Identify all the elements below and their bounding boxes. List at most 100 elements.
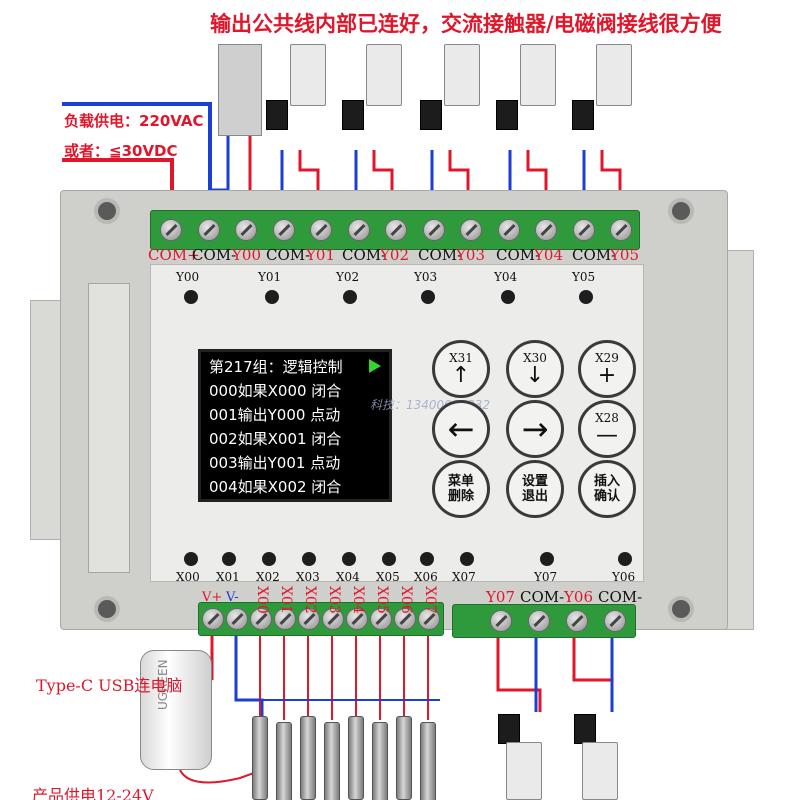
key-right-button[interactable]: → bbox=[506, 400, 564, 458]
proximity-sensor bbox=[396, 716, 412, 800]
terminal-screw-icon bbox=[272, 219, 295, 241]
key-left-button[interactable]: ← bbox=[432, 400, 490, 458]
terminal-y02: Y02 bbox=[380, 246, 409, 264]
terminal-screw-icon bbox=[370, 608, 392, 630]
led-y06-icon bbox=[618, 552, 632, 566]
valve-coil-2 bbox=[342, 100, 364, 130]
key-label: X29 bbox=[595, 350, 619, 365]
proximity-sensor bbox=[252, 716, 268, 800]
terminal-screw-icon bbox=[298, 608, 320, 630]
solenoid-valve-2 bbox=[366, 44, 402, 106]
led-y04-icon bbox=[501, 290, 515, 304]
valve-coil-7 bbox=[574, 714, 596, 744]
terminal-x01: X01 bbox=[278, 586, 294, 614]
led-label-y02: Y02 bbox=[336, 270, 360, 284]
terminal-y07: Y07 bbox=[486, 588, 515, 606]
led-y02-icon bbox=[343, 290, 357, 304]
led-label-y01: Y01 bbox=[258, 270, 282, 284]
arrow-left-icon: ← bbox=[447, 410, 475, 448]
key-line2: 删除 bbox=[447, 489, 474, 504]
terminal-screw-icon bbox=[197, 219, 220, 241]
terminal-screw-icon bbox=[528, 610, 550, 632]
led-label-x01: X01 bbox=[216, 570, 240, 584]
key-label: X28 bbox=[595, 410, 619, 425]
load-supply-label: 负载供电：220VAC bbox=[64, 112, 204, 130]
terminal-screw-icon bbox=[385, 219, 407, 241]
led-x01-icon bbox=[222, 552, 236, 566]
terminal-com-minus: COM- bbox=[598, 588, 643, 606]
top-terminal-labels: COM+ COM- Y00 COM- Y01 COM- Y02 COM- Y03… bbox=[148, 246, 648, 266]
terminal-x06: X06 bbox=[398, 586, 414, 614]
valve-coil-5 bbox=[572, 100, 594, 130]
valve-coil-3 bbox=[420, 100, 442, 130]
led-y07-icon bbox=[540, 552, 554, 566]
terminal-com-minus: COM- bbox=[572, 246, 617, 264]
terminal-x05: X05 bbox=[374, 586, 390, 614]
arrow-down-icon: ↓ bbox=[525, 362, 545, 388]
led-label-x04: X04 bbox=[336, 570, 360, 584]
led-label-x07: X07 bbox=[452, 570, 476, 584]
key-line1: 设置 bbox=[521, 474, 548, 489]
led-label-x05: X05 bbox=[376, 570, 400, 584]
terminal-com-plus: COM+ bbox=[148, 246, 200, 264]
terminal-screw-icon bbox=[610, 219, 632, 241]
led-x03-icon bbox=[302, 552, 316, 566]
proximity-sensor bbox=[276, 722, 292, 800]
mount-hole-icon bbox=[668, 198, 694, 224]
solenoid-valve-7 bbox=[582, 742, 618, 800]
usb-c-cable bbox=[140, 650, 212, 770]
lcd-line-title: 第217组：逻辑控制 bbox=[209, 358, 343, 376]
menu-delete-button[interactable]: 菜单 删除 bbox=[432, 460, 490, 518]
terminal-y00: Y00 bbox=[232, 246, 261, 264]
key-line2: 确认 bbox=[593, 489, 620, 504]
terminal-com-minus: COM- bbox=[496, 246, 541, 264]
terminal-y03: Y03 bbox=[456, 246, 485, 264]
led-label-y00: Y00 bbox=[176, 270, 200, 284]
lcd-line: 004如果X002 闭合 bbox=[209, 478, 342, 496]
solenoid-valve-6 bbox=[506, 742, 542, 800]
terminal-com-minus: COM- bbox=[192, 246, 237, 264]
led-label-y04: Y04 bbox=[494, 270, 518, 284]
usb-caption: Type-C USB连电脑 bbox=[36, 676, 183, 695]
terminal-y04: Y04 bbox=[534, 246, 563, 264]
key-line2: 退出 bbox=[521, 489, 548, 504]
proximity-sensor bbox=[420, 722, 436, 800]
load-supply-alt-label: 或者：≦30VDC bbox=[64, 142, 178, 160]
key-label: X31 bbox=[449, 350, 473, 365]
key-label: X30 bbox=[523, 350, 547, 365]
solenoid-valve-4 bbox=[520, 44, 556, 106]
key-x29-plus-button[interactable]: X29 + bbox=[578, 340, 636, 398]
terminal-screw-icon bbox=[274, 608, 296, 630]
terminal-y01: Y01 bbox=[306, 246, 335, 264]
solenoid-valve-3 bbox=[444, 44, 480, 106]
plus-icon: + bbox=[597, 362, 617, 388]
terminal-screw-icon bbox=[202, 608, 224, 630]
key-x28-minus-button[interactable]: X28 — bbox=[578, 400, 636, 458]
terminal-screw-icon bbox=[422, 219, 445, 241]
key-x30-down-button[interactable]: X30 ↓ bbox=[506, 340, 564, 398]
play-arrow-icon bbox=[369, 359, 381, 373]
terminal-screw-icon bbox=[250, 608, 272, 630]
terminal-v-minus: V- bbox=[226, 590, 239, 605]
lcd-line: 000如果X000 闭合 bbox=[209, 382, 342, 400]
led-label-x03: X03 bbox=[296, 570, 320, 584]
valve-coil-1 bbox=[266, 100, 288, 130]
terminal-x02: X02 bbox=[302, 586, 318, 614]
key-x31-up-button[interactable]: X31 ↑ bbox=[432, 340, 490, 398]
terminal-screw-icon bbox=[535, 219, 557, 241]
arrow-right-icon: → bbox=[521, 410, 549, 448]
settings-exit-button[interactable]: 设置 退出 bbox=[506, 460, 564, 518]
valve-coil-4 bbox=[496, 100, 518, 130]
terminal-screw-icon bbox=[346, 608, 368, 630]
arrow-up-icon: ↑ bbox=[451, 362, 471, 388]
key-line1: 插入 bbox=[593, 474, 620, 489]
lcd-line: 003输出Y001 点动 bbox=[209, 454, 341, 472]
insert-confirm-button[interactable]: 插入 确认 bbox=[578, 460, 636, 518]
lcd-line: 002如果X001 闭合 bbox=[209, 430, 342, 448]
terminal-screw-icon bbox=[160, 219, 182, 241]
led-y03-icon bbox=[421, 290, 435, 304]
terminal-com-minus: COM- bbox=[342, 246, 387, 264]
mount-hole-icon bbox=[94, 198, 120, 224]
terminal-screw-icon bbox=[394, 608, 416, 630]
wiring-note: 输出公共线内部已连好，交流接触器/电磁阀接线很方便 bbox=[210, 12, 722, 36]
